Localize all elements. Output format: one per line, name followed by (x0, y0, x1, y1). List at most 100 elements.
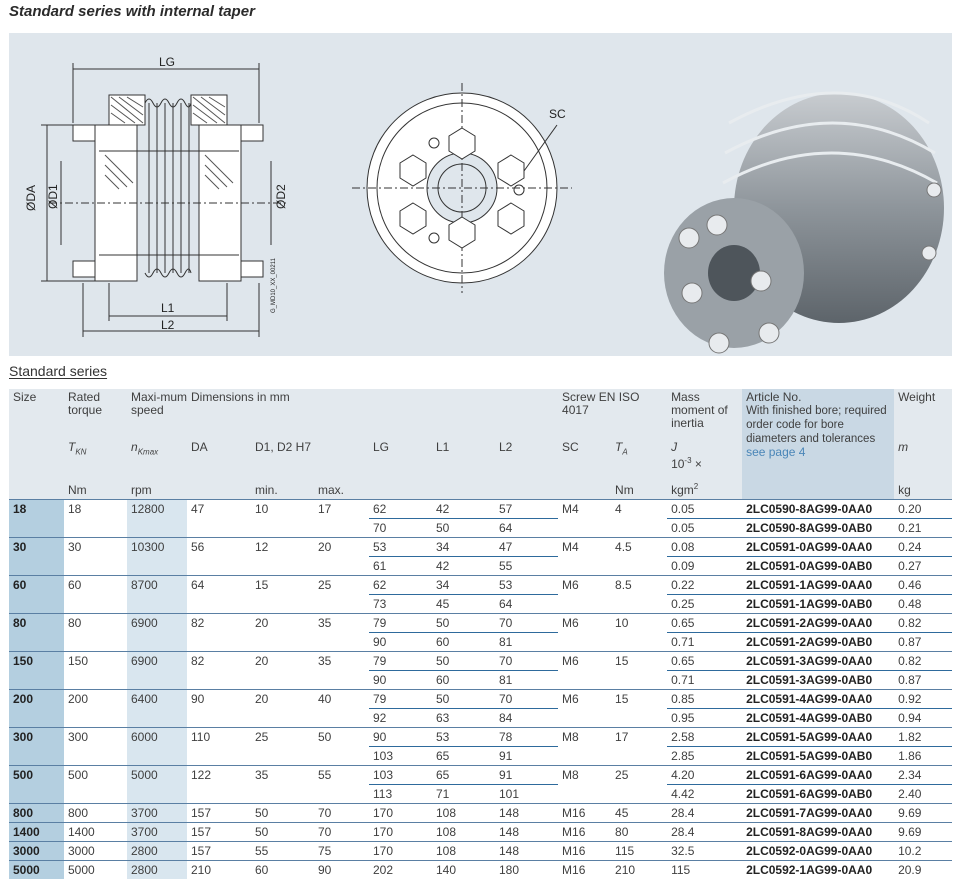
th-l1: L1 (432, 439, 495, 473)
cell-w: 0.24 (894, 538, 952, 557)
cell-min: 60 (251, 861, 314, 879)
cell-max: 50 (314, 728, 369, 747)
cell-sc: M16 (558, 842, 611, 861)
cell-min: 10 (251, 500, 314, 519)
cell-j: 0.09 (667, 557, 742, 576)
cell-torque: 3000 (64, 842, 127, 861)
cell-sc: M8 (558, 728, 611, 747)
th-ta-symbol: TA (611, 439, 667, 473)
cell-l1: 34 (432, 538, 495, 557)
cell-l1: 50 (432, 690, 495, 709)
cell-l1: 50 (432, 614, 495, 633)
cell-sc: M16 (558, 861, 611, 879)
cell-speed: 6900 (127, 614, 187, 633)
cell-min: 25 (251, 728, 314, 747)
cell-lg: 79 (369, 652, 432, 671)
cell-l2: 64 (495, 595, 558, 614)
cell-lg: 79 (369, 614, 432, 633)
th-lg: LG (369, 439, 432, 473)
cell-w: 0.94 (894, 709, 952, 728)
cell-ta: 15 (611, 690, 667, 709)
cell-w: 0.27 (894, 557, 952, 576)
cell-sc: M6 (558, 690, 611, 709)
cell-l2: 101 (495, 785, 558, 804)
cell-w: 2.40 (894, 785, 952, 804)
cell-max (314, 595, 369, 614)
cell-sc: M8 (558, 766, 611, 785)
cell-torque: 1400 (64, 823, 127, 842)
cell-lg: 113 (369, 785, 432, 804)
cell-j: 2.85 (667, 747, 742, 766)
cell-da (187, 633, 251, 652)
cell-l1: 65 (432, 766, 495, 785)
label-l2: L2 (161, 318, 175, 332)
cell-ta: 25 (611, 766, 667, 785)
cell-ta (611, 595, 667, 614)
cell-speed (127, 519, 187, 538)
cell-art: 2LC0591-0AG99-0AA0 (742, 538, 894, 557)
technical-drawing: LG ØDA ØD1 ØD2 L1 L2 SC G_MD10_XX_00211 (9, 33, 952, 356)
cell-w: 9.69 (894, 823, 952, 842)
cell-art: 2LC0591-1AG99-0AA0 (742, 576, 894, 595)
article-see-page-link[interactable]: see page 4 (746, 445, 805, 459)
cell-min (251, 785, 314, 804)
cell-l1: 140 (432, 861, 495, 879)
cell-size (9, 633, 64, 652)
cell-sc: M6 (558, 614, 611, 633)
cell-min: 20 (251, 690, 314, 709)
cell-w: 0.82 (894, 652, 952, 671)
cell-sc (558, 519, 611, 538)
cell-j: 0.25 (667, 595, 742, 614)
cell-size: 80 (9, 614, 64, 633)
cell-l2: 47 (495, 538, 558, 557)
cell-max: 70 (314, 823, 369, 842)
cell-da (187, 557, 251, 576)
cell-w: 0.21 (894, 519, 952, 538)
cell-lg: 202 (369, 861, 432, 879)
cell-min: 20 (251, 652, 314, 671)
cell-ta (611, 633, 667, 652)
cell-j: 0.08 (667, 538, 742, 557)
cell-j: 0.85 (667, 690, 742, 709)
cell-speed (127, 633, 187, 652)
drawing-code: G_MD10_XX_00211 (271, 257, 277, 313)
cell-min (251, 519, 314, 538)
cell-l2: 70 (495, 652, 558, 671)
label-da: ØDA (24, 185, 38, 211)
th-min: min. (251, 473, 314, 500)
cell-da: 157 (187, 823, 251, 842)
cell-da (187, 709, 251, 728)
cell-ta (611, 671, 667, 690)
cell-lg: 70 (369, 519, 432, 538)
cell-j: 115 (667, 861, 742, 879)
cell-speed: 12800 (127, 500, 187, 519)
cell-lg: 79 (369, 690, 432, 709)
cell-l2: 81 (495, 671, 558, 690)
th-speed-unit: rpm (127, 473, 187, 500)
cell-min: 35 (251, 766, 314, 785)
cell-size: 300 (9, 728, 64, 747)
cell-speed: 6000 (127, 728, 187, 747)
th-l2: L2 (495, 439, 558, 473)
cell-j: 0.71 (667, 633, 742, 652)
cell-torque (64, 595, 127, 614)
th-d1d2: D1, D2 H7 (251, 439, 369, 473)
cell-ta: 80 (611, 823, 667, 842)
cell-max (314, 633, 369, 652)
cell-l1: 108 (432, 804, 495, 823)
cell-lg: 170 (369, 823, 432, 842)
cell-da: 110 (187, 728, 251, 747)
cell-sc (558, 671, 611, 690)
cell-da (187, 595, 251, 614)
cell-speed (127, 595, 187, 614)
cell-speed: 5000 (127, 766, 187, 785)
cell-w: 0.92 (894, 690, 952, 709)
cell-min (251, 557, 314, 576)
